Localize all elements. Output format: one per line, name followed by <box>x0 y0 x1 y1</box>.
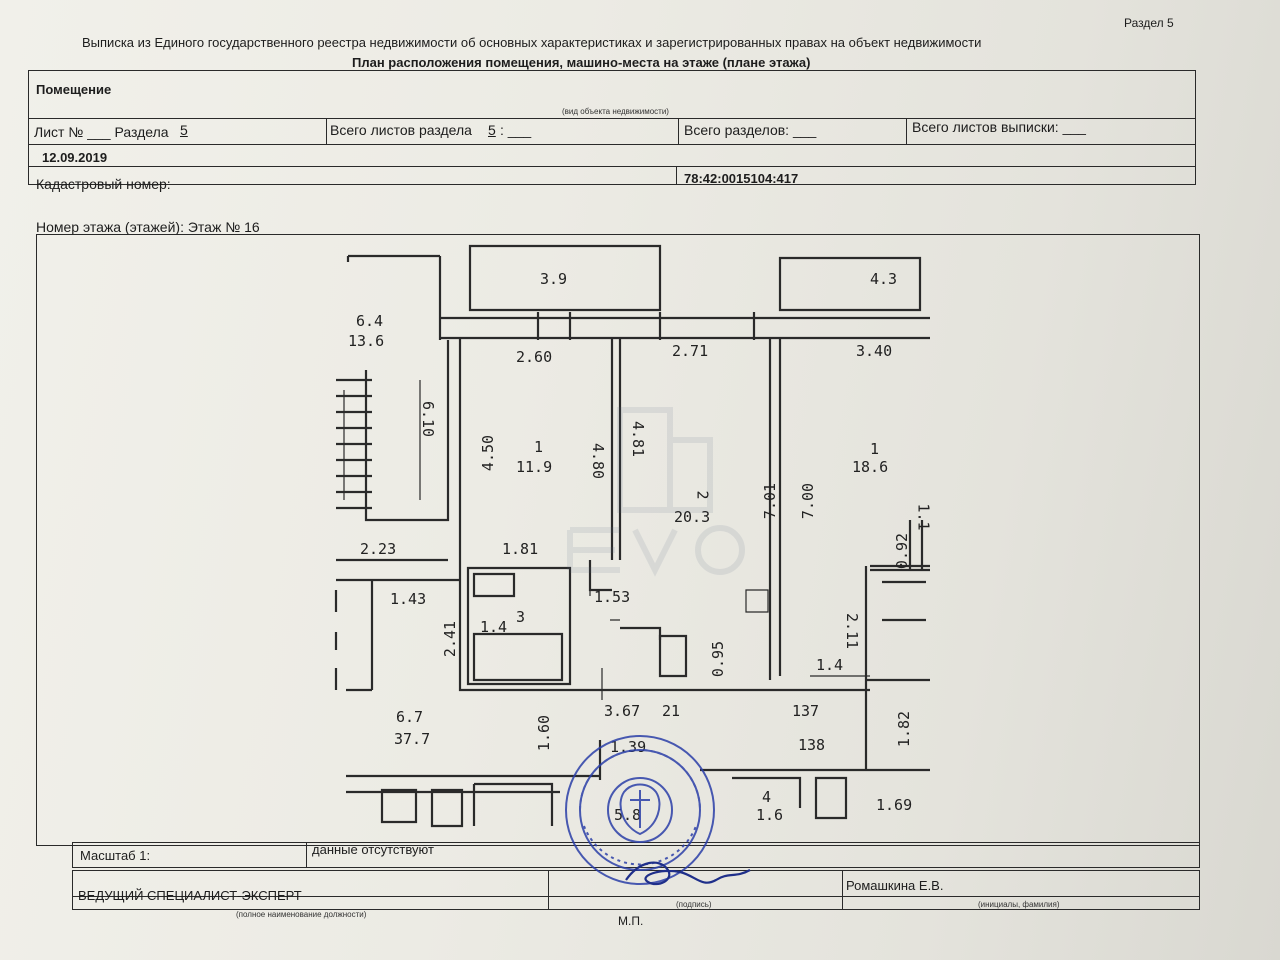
scale-label: Масштаб 1: <box>80 848 151 863</box>
total-section-sheets-label: Всего листов раздела <box>330 122 472 138</box>
plan-label: 2.60 <box>516 348 553 366</box>
plan-label: 6.4 <box>356 312 384 330</box>
plan-label: 137 <box>792 702 820 720</box>
plan-label: 3 <box>516 608 526 626</box>
plan-label: 7.01 <box>761 482 780 520</box>
plan-label: 1.69 <box>876 796 913 814</box>
watermark-logo <box>567 407 745 577</box>
plan-label: 0.92 <box>893 532 912 570</box>
header-table <box>28 70 1196 185</box>
stamp-place-label: М.П. <box>618 914 644 928</box>
plan-label: 20.3 <box>674 508 711 526</box>
plan-label: 1.6 <box>756 806 784 824</box>
scale-value: данные отсутствуют <box>312 842 434 857</box>
plan-label: 21 <box>662 702 681 720</box>
total-sheets-label: Всего листов выписки: ___ <box>912 119 1086 135</box>
plan-label: 1 <box>534 438 544 456</box>
plan-label: 6.7 <box>396 708 424 726</box>
floor-label: Номер этажа (этажей): Этаж № 16 <box>36 219 260 235</box>
plan-label: 1.81 <box>502 540 539 558</box>
plan-label: 4 <box>762 788 772 806</box>
plan-label: 3.9 <box>540 270 568 288</box>
plan-label: 1 <box>870 440 880 458</box>
plan-label: 1.4 <box>816 656 844 674</box>
signer-position-caption: (полное наименование должности) <box>236 910 367 919</box>
plan-label: 2.23 <box>360 540 397 558</box>
plan-label: 0.95 <box>709 640 728 678</box>
plan-label: 37.7 <box>394 730 431 748</box>
section-number: 5 <box>180 122 188 138</box>
plan-label: 3.40 <box>856 342 893 360</box>
plan-label: 2.41 <box>441 620 460 658</box>
plan-label: 4.80 <box>589 442 608 480</box>
total-sections-label: Всего разделов: ___ <box>684 122 817 138</box>
total-section-sheets-value: 5 <box>488 122 496 138</box>
signer-name-caption: (инициалы, фамилия) <box>978 900 1060 909</box>
plan-label: 2 <box>693 490 712 500</box>
plan-label: 7.00 <box>799 482 818 520</box>
plan-label: 3.67 <box>604 702 641 720</box>
plan-label: 1.39 <box>610 738 647 756</box>
sheet-number-label: Лист № ___ Раздела <box>34 124 169 140</box>
official-stamp <box>565 735 751 886</box>
plan-label: 1.4 <box>480 618 508 636</box>
plan-label: 11.9 <box>516 458 553 476</box>
plan-label: 138 <box>798 736 826 754</box>
plan-label: 1.1 <box>914 503 933 531</box>
plan-label: 13.6 <box>348 332 385 350</box>
extract-date: 12.09.2019 <box>42 150 108 165</box>
total-section-sheets-blank: : ___ <box>500 122 532 138</box>
plan-label: 4.3 <box>870 270 898 288</box>
cadastral-label: Кадастровый номер: <box>36 176 171 192</box>
object-type-value: Помещение <box>36 82 112 97</box>
plan-label: 4.50 <box>479 434 498 472</box>
document-subtitle: План расположения помещения, машино-мест… <box>352 55 811 70</box>
plan-label: 1.53 <box>594 588 631 606</box>
floor-plan-frame <box>36 234 1200 846</box>
section-corner-label: Раздел 5 <box>1124 16 1174 30</box>
plan-label: 2.11 <box>843 612 862 650</box>
signature-caption: (подпись) <box>676 900 712 909</box>
plan-label: 6.10 <box>419 400 438 438</box>
signer-name: Ромашкина Е.В. <box>846 878 944 893</box>
plan-label: 2.71 <box>672 342 709 360</box>
plan-label: 1.82 <box>895 710 914 748</box>
plan-label: 4.81 <box>629 420 648 458</box>
plan-label: 1.43 <box>390 590 427 608</box>
plan-label: 18.6 <box>852 458 889 476</box>
signer-position: ВЕДУЩИЙ СПЕЦИАЛИСТ-ЭКСПЕРТ <box>78 888 302 903</box>
object-type-caption: (вид объекта недвижимости) <box>562 107 669 116</box>
cadastral-number: 78:42:0015104:417 <box>684 171 799 186</box>
document-title: Выписка из Единого государственного реес… <box>82 35 982 50</box>
